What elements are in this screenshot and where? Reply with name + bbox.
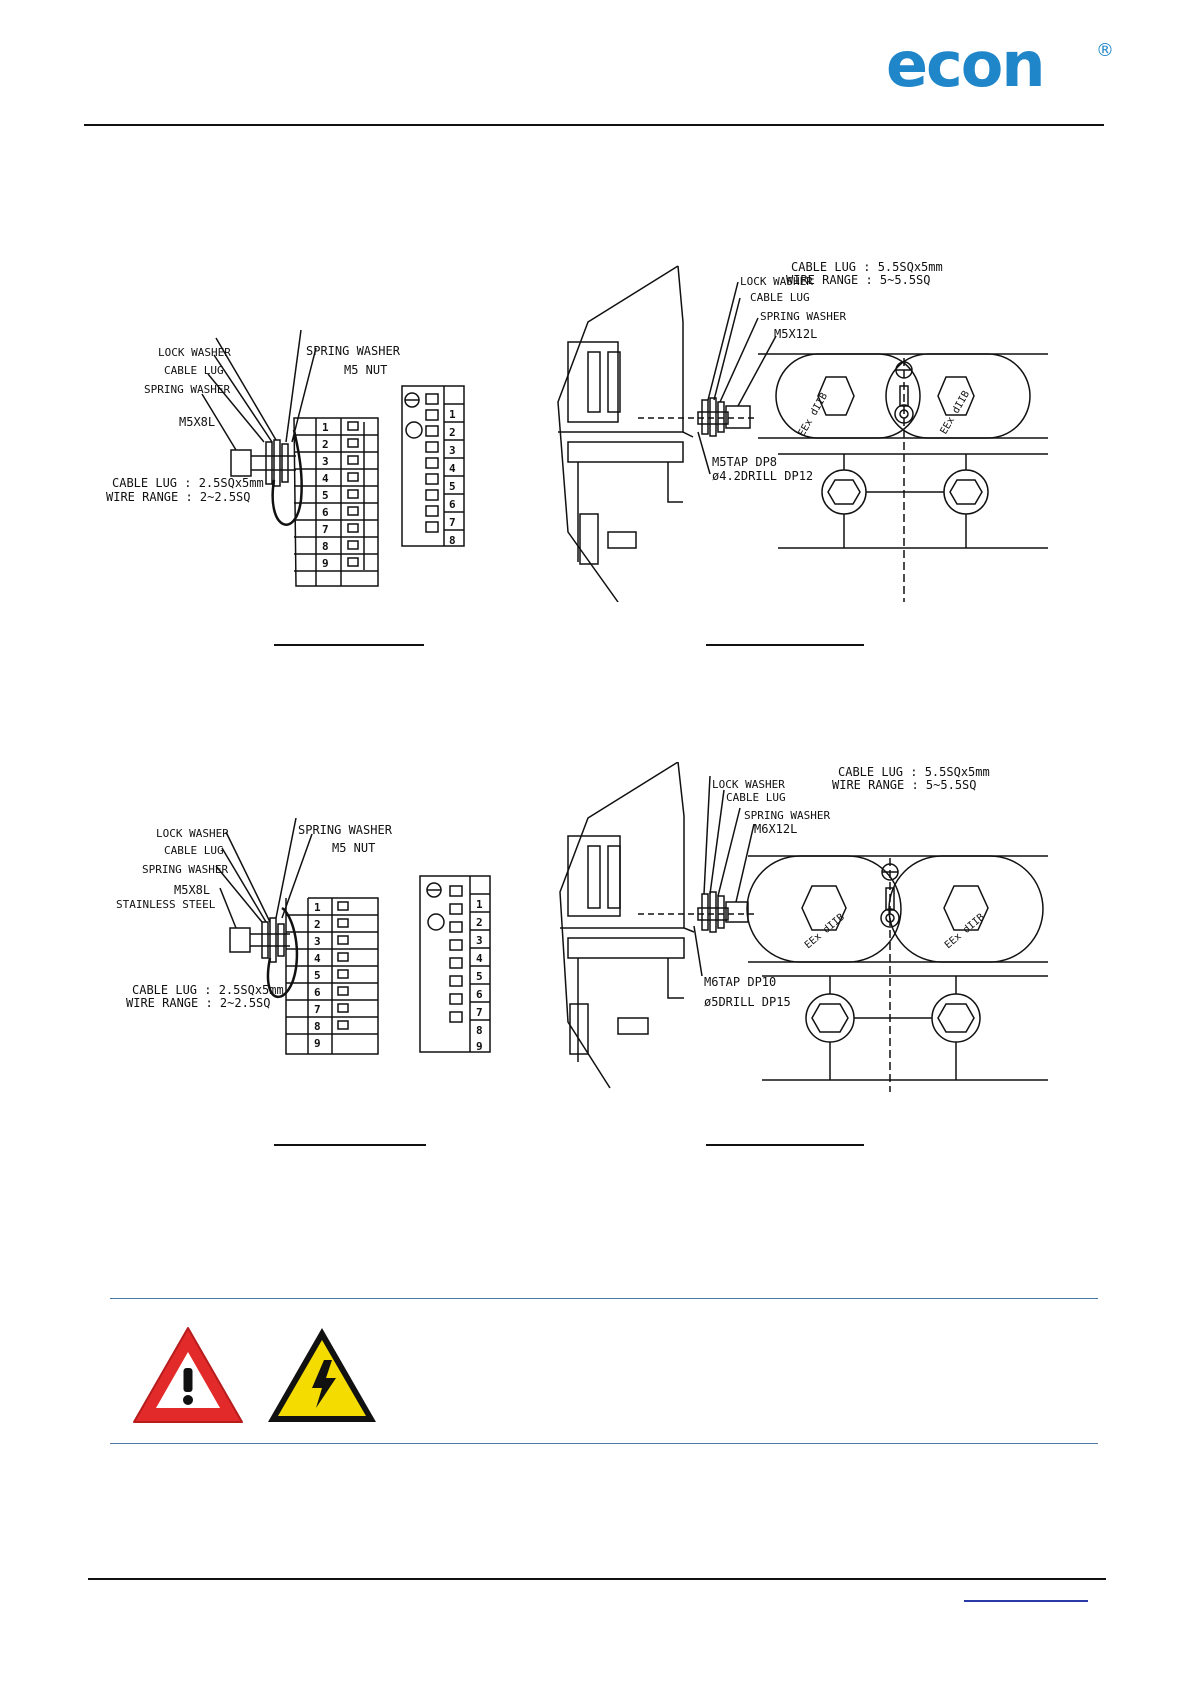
label-spring-washer: SPRING WASHER xyxy=(760,310,846,323)
svg-text:EEx dIIB: EEx dIIB xyxy=(943,912,987,951)
warning-top-rule xyxy=(110,1298,1098,1299)
caption-underline-3 xyxy=(274,1144,426,1146)
label-tap: M5TAP DP8 xyxy=(712,455,777,469)
header-rule xyxy=(84,124,1104,126)
label-bolt: M6X12L xyxy=(754,822,797,836)
label-lock-washer: LOCK WASHER xyxy=(156,827,229,840)
label-tap: M6TAP DP10 xyxy=(704,975,776,989)
label-bolt: M5X8L xyxy=(179,415,215,429)
label-wire-range: WIRE RANGE : 2~2.5SQ xyxy=(106,490,251,504)
svg-text:7: 7 xyxy=(449,516,456,529)
svg-text:5: 5 xyxy=(476,970,483,983)
svg-text:8: 8 xyxy=(449,534,456,547)
svg-text:4: 4 xyxy=(476,952,483,965)
svg-text:8: 8 xyxy=(314,1020,321,1033)
svg-text:1: 1 xyxy=(476,898,483,911)
label-lug-spec: CABLE LUG : 5.5SQx5mm xyxy=(791,262,943,274)
svg-text:5: 5 xyxy=(449,480,456,493)
label-wire-range: WIRE RANGE : 5~5.5SQ xyxy=(832,778,977,792)
svg-text:3: 3 xyxy=(322,455,329,468)
svg-text:8: 8 xyxy=(322,540,329,553)
label-nut: M5 NUT xyxy=(332,841,375,855)
svg-text:5: 5 xyxy=(322,489,329,502)
svg-text:9: 9 xyxy=(322,557,329,570)
svg-text:4: 4 xyxy=(322,472,329,485)
figure-enclosure-ground-m6: CABLE LUG : 5.5SQx5mm WIRE RANGE : 5~5.5… xyxy=(559,762,1048,1092)
warning-triangle-icon xyxy=(133,1327,243,1423)
caption-underline-4 xyxy=(706,1144,864,1146)
svg-text:3: 3 xyxy=(449,444,456,457)
figure-terminal-ground-small: LOCK WASHER CABLE LUG SPRING WASHER SPRI… xyxy=(106,330,465,587)
label-wire-range: WIRE RANGE : 2~2.5SQ xyxy=(126,996,271,1010)
label-lug-spec: CABLE LUG : 2.5SQx5mm xyxy=(112,476,264,490)
label-lock-washer: LOCK WASHER xyxy=(158,346,231,359)
svg-text:6: 6 xyxy=(322,506,329,519)
svg-text:5: 5 xyxy=(314,969,321,982)
svg-text:2: 2 xyxy=(314,918,321,931)
label-cable-lug: CABLE LUG xyxy=(164,364,224,377)
label-bolt: M5X8L xyxy=(174,883,210,897)
svg-text:7: 7 xyxy=(314,1003,321,1016)
svg-text:6: 6 xyxy=(449,498,456,511)
econ-logo: econ ® xyxy=(886,34,1114,94)
svg-text:2: 2 xyxy=(322,438,329,451)
svg-text:2: 2 xyxy=(449,426,456,439)
label-lug-spec: CABLE LUG : 2.5SQx5mm xyxy=(132,983,284,997)
label-cable-lug: CABLE LUG xyxy=(164,844,224,857)
svg-text:1: 1 xyxy=(449,408,456,421)
svg-text:4: 4 xyxy=(314,952,321,965)
label-lug-spec: CABLE LUG : 5.5SQx5mm xyxy=(838,765,990,779)
label-lock-washer: LOCK WASHER xyxy=(740,275,813,288)
warning-bottom-rule xyxy=(110,1443,1098,1444)
svg-text:6: 6 xyxy=(476,988,483,1001)
logo-text: econ xyxy=(886,34,1044,94)
label-marking: EEx dIIB xyxy=(797,391,831,438)
svg-text:8: 8 xyxy=(476,1024,483,1037)
label-marking: EEx dIIB xyxy=(803,912,847,951)
label-spring-washer: SPRING WASHER xyxy=(298,823,393,837)
label-spring-washer: SPRING WASHER xyxy=(306,344,401,358)
svg-text:3: 3 xyxy=(476,934,483,947)
svg-text:2: 2 xyxy=(476,916,483,929)
label-spring-washer-left: SPRING WASHER xyxy=(142,863,228,876)
svg-text:9: 9 xyxy=(476,1040,483,1053)
svg-text:7: 7 xyxy=(322,523,329,536)
label-wire-range: WIRE RANGE : 5~5.5SQ xyxy=(786,273,931,287)
figure-enclosure-ground-m5: CABLE LUG : 5.5SQx5mm WIRE RANGE : 5~5.5… xyxy=(557,262,1048,602)
label-bolt-material: STAINLESS STEEL xyxy=(116,898,216,911)
svg-text:4: 4 xyxy=(449,462,456,475)
label-spring-washer-left: SPRING WASHER xyxy=(144,383,230,396)
svg-text:9: 9 xyxy=(314,1037,321,1050)
label-spring-washer: SPRING WASHER xyxy=(744,809,830,822)
label-nut: M5 NUT xyxy=(344,363,387,377)
label-bolt: M5X12L xyxy=(774,327,817,341)
label-lock-washer: LOCK WASHER xyxy=(712,778,785,791)
svg-text:1: 1 xyxy=(322,421,329,434)
svg-text:3: 3 xyxy=(314,935,321,948)
svg-text:1: 1 xyxy=(314,901,321,914)
caption-underline-2 xyxy=(706,644,864,646)
logo-registered: ® xyxy=(1096,40,1114,61)
footer-link-underline[interactable] xyxy=(964,1600,1088,1602)
footer-rule xyxy=(88,1578,1106,1580)
svg-text:6: 6 xyxy=(314,986,321,999)
label-drill: ø5DRILL DP15 xyxy=(704,995,791,1009)
figure-terminal-ground-stainless: LOCK WASHER CABLE LUG SPRING WASHER SPRI… xyxy=(116,818,491,1055)
caption-underline-1 xyxy=(274,644,424,646)
svg-text:7: 7 xyxy=(476,1006,483,1019)
high-voltage-icon xyxy=(268,1328,376,1422)
label-cable-lug: CABLE LUG xyxy=(726,791,786,804)
label-cable-lug: CABLE LUG xyxy=(750,291,810,304)
label-drill: ø4.2DRILL DP12 xyxy=(712,469,813,483)
